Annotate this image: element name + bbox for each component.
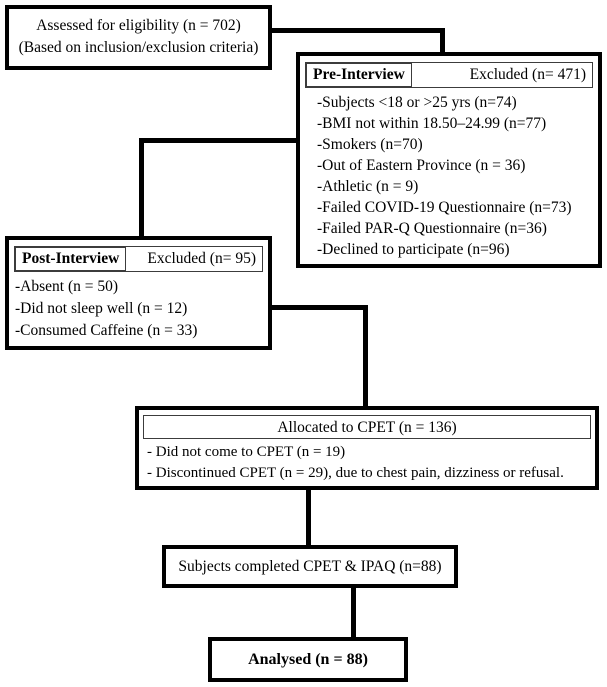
- pre-interview-header: Pre-Interview Excluded (n= 471): [305, 62, 593, 88]
- list-item: -Athletic (n = 9): [317, 178, 419, 195]
- post-interview-excluded-box: Post-Interview Excluded (n= 95) -Absent …: [5, 236, 272, 350]
- list-item: -Failed PAR-Q Questionnaire (n=36): [317, 220, 547, 237]
- completed-text: Subjects completed CPET & IPAQ (n=88): [178, 557, 442, 575]
- analysed-box: Analysed (n = 88): [208, 637, 408, 682]
- post-interview-label: Post-Interview: [15, 247, 127, 271]
- post-interview-reason-list: -Absent (n = 50) -Did not sleep well (n …: [15, 276, 266, 342]
- list-item: -Out of Eastern Province (n = 36): [317, 157, 526, 174]
- connector-assessed-to-preinterview-vertical: [440, 28, 445, 55]
- pre-interview-label: Pre-Interview: [306, 63, 412, 87]
- connector-preinterview-to-postinterview-vertical: [139, 138, 144, 239]
- connector-assessed-to-preinterview-horizontal: [270, 28, 445, 33]
- completed-cpet-ipaq-box: Subjects completed CPET & IPAQ (n=88): [162, 545, 458, 588]
- pre-interview-reason-list: -Subjects <18 or >25 yrs (n=74) -BMI not…: [317, 92, 596, 260]
- connector-allocated-to-completed-vertical: [306, 488, 311, 547]
- list-item: -Absent (n = 50): [15, 278, 119, 295]
- list-item: - Did not come to CPET (n = 19): [147, 444, 346, 460]
- allocated-header: Allocated to CPET (n = 136): [143, 415, 591, 439]
- list-item: -Declined to participate (n=96): [317, 241, 510, 258]
- list-item: -Failed COVID-19 Questionnaire (n=73): [317, 199, 572, 216]
- analysed-text: Analysed (n = 88): [248, 650, 368, 668]
- assessed-line2: (Based on inclusion/exclusion criteria): [18, 39, 259, 56]
- connector-postinterview-to-allocated-vertical: [363, 305, 368, 409]
- list-item: -Subjects <18 or >25 yrs (n=74): [317, 94, 517, 111]
- pre-interview-excluded-box: Pre-Interview Excluded (n= 471) -Subject…: [296, 52, 602, 268]
- allocated-cpet-box: Allocated to CPET (n = 136) - Did not co…: [135, 406, 599, 490]
- connector-preinterview-to-postinterview-horizontal: [139, 138, 299, 143]
- list-item: - Discontinued CPET (n = 29), due to che…: [147, 464, 564, 481]
- list-item: -Smokers (n=70): [317, 136, 423, 153]
- assessed-line1: Assessed for eligibility (n = 702): [36, 17, 241, 34]
- post-interview-excluded-count: Excluded (n= 95): [147, 250, 256, 267]
- list-item: -Consumed Caffeine (n = 33): [15, 322, 198, 339]
- connector-postinterview-to-allocated-horizontal: [270, 305, 368, 310]
- post-interview-header: Post-Interview Excluded (n= 95): [14, 246, 263, 272]
- connector-completed-to-analysed-vertical: [351, 586, 356, 639]
- list-item: -Did not sleep well (n = 12): [15, 300, 188, 317]
- list-item: -BMI not within 18.50–24.99 (n=77): [317, 115, 547, 132]
- allocated-reason-list: - Did not come to CPET (n = 19) - Discon…: [147, 442, 593, 483]
- pre-interview-excluded-count: Excluded (n= 471): [469, 66, 586, 83]
- assessed-eligibility-box: Assessed for eligibility (n = 702) (Base…: [5, 5, 272, 70]
